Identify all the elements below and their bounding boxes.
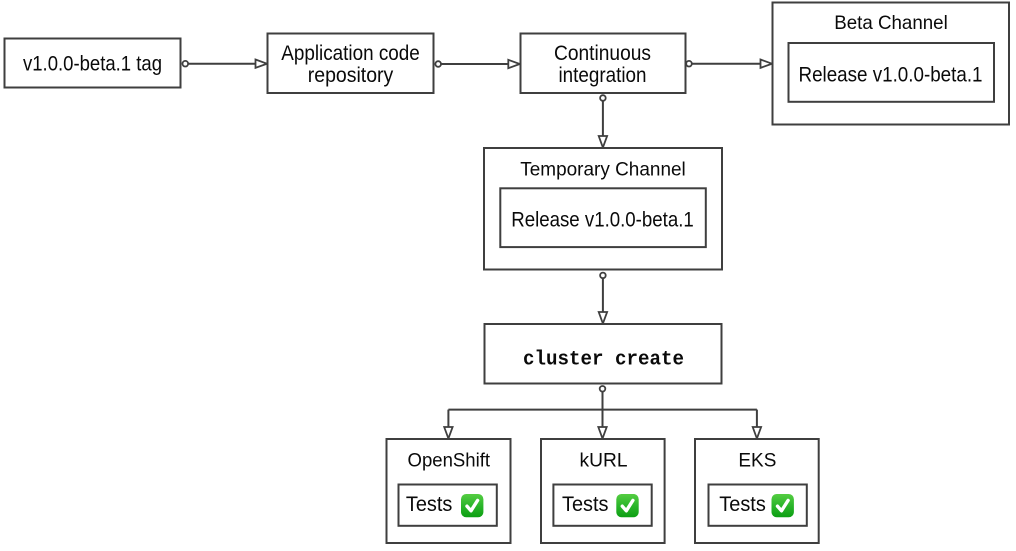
svg-text:cluster create: cluster create: [523, 349, 684, 372]
svg-text:Release v1.0.0-beta.1: Release v1.0.0-beta.1: [511, 209, 694, 232]
svg-text:OpenShift: OpenShift: [408, 450, 491, 472]
svg-text:EKS: EKS: [738, 450, 776, 472]
svg-text:repository: repository: [308, 64, 394, 87]
svg-text:integration: integration: [559, 64, 647, 87]
svg-text:Temporary Channel: Temporary Channel: [520, 159, 686, 181]
svg-text:Tests: Tests: [719, 493, 766, 516]
svg-text:Release v1.0.0-beta.1: Release v1.0.0-beta.1: [799, 64, 983, 87]
svg-text:Tests: Tests: [406, 493, 453, 516]
svg-text:Continuous: Continuous: [554, 42, 651, 65]
svg-text:kURL: kURL: [580, 450, 628, 472]
svg-text:Tests: Tests: [562, 493, 609, 516]
svg-text:Beta Channel: Beta Channel: [834, 12, 948, 34]
svg-text:v1.0.0-beta.1 tag: v1.0.0-beta.1 tag: [23, 53, 162, 76]
svg-text:Application code: Application code: [281, 42, 420, 65]
